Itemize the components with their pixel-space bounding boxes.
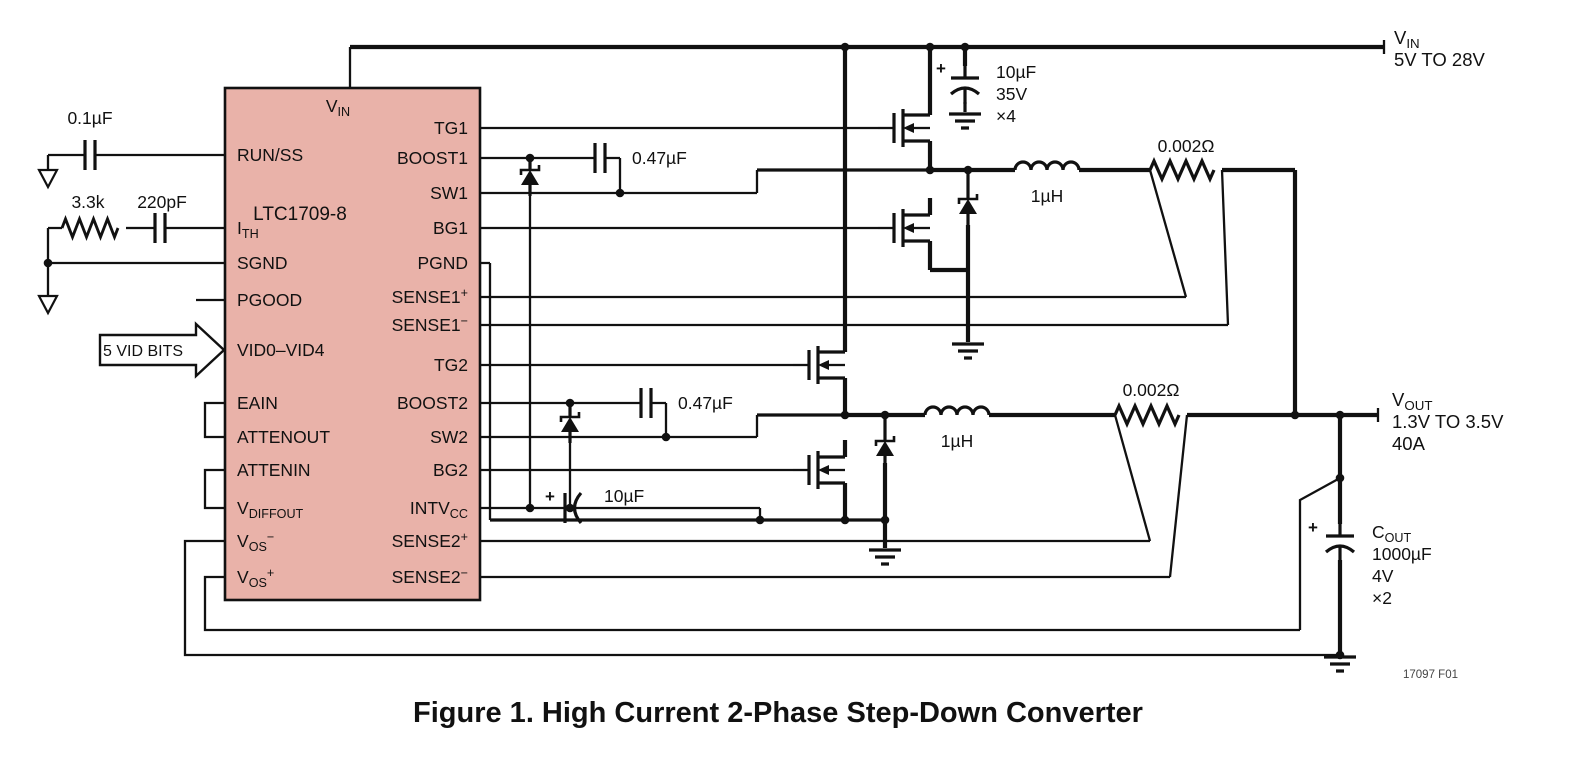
pin-label-pgood: PGOOD bbox=[237, 290, 302, 310]
ground-triangle-runss bbox=[37, 168, 59, 189]
pin-label-bg2: BG2 bbox=[433, 460, 468, 480]
mosfet-q1-top-phase1 bbox=[878, 98, 930, 158]
ic-body bbox=[223, 86, 482, 602]
pin-label-sgnd: SGND bbox=[237, 253, 288, 273]
boost2-capacitor bbox=[624, 386, 668, 420]
mosfet-q2-bottom-phase1 bbox=[878, 198, 930, 258]
ith-resistor bbox=[60, 217, 120, 239]
pin-label-bg1: BG1 bbox=[433, 218, 468, 238]
label-output-cap-plus: + bbox=[1308, 518, 1318, 537]
label-input-cap-voltage: 35V bbox=[996, 84, 1027, 104]
label-boost1-cap: 0.47µF bbox=[632, 148, 687, 168]
label-input-cap-value: 10µF bbox=[996, 62, 1036, 82]
pin-label-intvcc: INTVCC bbox=[410, 498, 468, 521]
label-l1: 1µH bbox=[1031, 186, 1063, 206]
ground-phase2 bbox=[867, 548, 903, 566]
label-ith-cap: 220pF bbox=[137, 192, 187, 212]
pin-label-ith: ITH bbox=[237, 218, 259, 241]
pin-label-sw1: SW1 bbox=[430, 183, 468, 203]
label-vout-rail: VOUT bbox=[1392, 389, 1432, 413]
sense-resistor-1 bbox=[1148, 159, 1216, 181]
label-boost2-cap: 0.47µF bbox=[678, 393, 733, 413]
pin-label-vid0-vid4: VID0–VID4 bbox=[237, 340, 325, 360]
pin-label-sense2-minus: SENSE2− bbox=[392, 566, 468, 587]
pin-label-tg2: TG2 bbox=[434, 355, 468, 375]
pin-label-sense2-plus: SENSE2+ bbox=[392, 530, 468, 551]
junction-dots bbox=[43, 42, 1345, 660]
ith-capacitor bbox=[138, 211, 182, 245]
inductor-l2 bbox=[923, 405, 991, 417]
label-output-cap-name: COUT bbox=[1372, 522, 1412, 545]
label-output-cap-voltage: 4V bbox=[1372, 566, 1394, 586]
label-intvcc-cap-plus: + bbox=[545, 487, 555, 506]
sense-resistor-2 bbox=[1113, 404, 1181, 426]
label-ith-res: 3.3k bbox=[71, 192, 104, 212]
label-intvcc-cap-value: 10µF bbox=[604, 486, 644, 506]
boost1-capacitor bbox=[578, 141, 622, 175]
pin-label-vos-plus: VOS+ bbox=[237, 566, 274, 590]
label-vid-bits: 5 VID BITS bbox=[103, 343, 183, 360]
pin-label-sense1-minus: SENSE1− bbox=[392, 314, 468, 335]
ground-triangle-sgnd bbox=[37, 294, 59, 315]
label-l2: 1µH bbox=[941, 431, 973, 451]
pin-label-sw2: SW2 bbox=[430, 427, 468, 447]
pin-label-vos-minus: VOS− bbox=[237, 530, 274, 554]
label-rsense2: 0.002Ω bbox=[1123, 380, 1180, 400]
power-wires bbox=[350, 44, 1384, 655]
label-input-cap-plus: + bbox=[936, 59, 946, 78]
signal-wires bbox=[46, 40, 1386, 657]
label-run-ss-cap: 0.1µF bbox=[67, 108, 112, 128]
label-vout-current: 40A bbox=[1392, 433, 1426, 454]
ic-part-number: LTC1709-8 bbox=[253, 204, 347, 225]
ic-ltc1709-8: LTC1709-8 VIN RUN/SS ITH SGND PGOOD VID0… bbox=[223, 86, 482, 602]
pin-label-tg1: TG1 bbox=[434, 118, 468, 138]
pin-label-sense1-plus: SENSE1+ bbox=[392, 286, 468, 307]
freewheel-diode-phase2 bbox=[874, 425, 896, 469]
label-output-cap-qty: ×2 bbox=[1372, 588, 1392, 608]
label-rsense1: 0.002Ω bbox=[1158, 136, 1215, 156]
pin-label-boost1: BOOST1 bbox=[397, 148, 468, 168]
label-vin-rail: VIN bbox=[1394, 27, 1420, 51]
run-ss-capacitor bbox=[68, 138, 112, 172]
label-vin-range: 5V TO 28V bbox=[1394, 49, 1486, 70]
pin-label-eain: EAIN bbox=[237, 393, 278, 413]
output-capacitor bbox=[1324, 520, 1356, 564]
vid-bits-arrow bbox=[98, 321, 226, 379]
mosfet-q3-top-phase2 bbox=[793, 335, 845, 395]
component-labels: 0.1µF 3.3k 220pF 5 VID BITS 0.47µF 0.47µ… bbox=[67, 59, 1431, 608]
rail-labels: VIN 5V TO 28V VOUT 1.3V TO 3.5V 40A bbox=[1392, 27, 1504, 454]
input-capacitor bbox=[949, 62, 981, 106]
ground-input-cap bbox=[947, 112, 983, 130]
label-vout-range: 1.3V TO 3.5V bbox=[1392, 411, 1504, 432]
pin-label-pgnd: PGND bbox=[417, 253, 468, 273]
pin-label-vin: VIN bbox=[326, 96, 350, 119]
pin-label-run-ss: RUN/SS bbox=[237, 145, 303, 165]
pin-label-boost2: BOOST2 bbox=[397, 393, 468, 413]
mosfet-q4-bottom-phase2 bbox=[793, 440, 845, 500]
freewheel-diode-phase1 bbox=[957, 183, 979, 227]
ground-phase1 bbox=[950, 342, 986, 360]
pin-label-attenin: ATTENIN bbox=[237, 460, 311, 480]
figure-caption: Figure 1. High Current 2-Phase Step-Down… bbox=[413, 697, 1143, 729]
inductor-l1 bbox=[1013, 160, 1081, 172]
label-input-cap-qty: ×4 bbox=[996, 106, 1016, 126]
pin-label-attenout: ATTENOUT bbox=[237, 427, 330, 447]
pin-label-vdiffout: VDIFFOUT bbox=[237, 498, 304, 521]
figure-ref: 17097 F01 bbox=[1403, 669, 1458, 681]
label-output-cap-value: 1000µF bbox=[1372, 544, 1432, 564]
